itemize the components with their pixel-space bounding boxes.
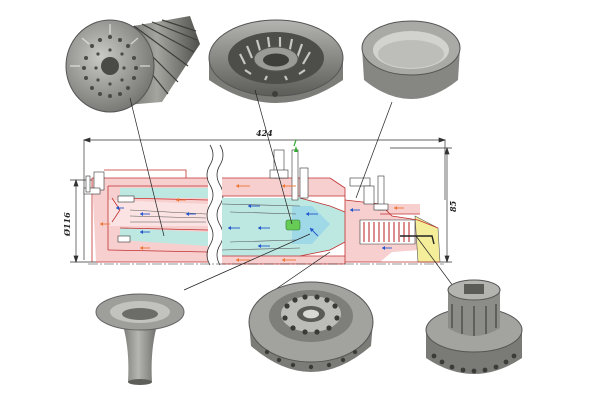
photo-funnel-nozzle	[92, 286, 188, 386]
photo-swirler-cone	[62, 6, 204, 116]
photo-liner-ring	[358, 14, 464, 114]
leader-lines	[129, 89, 457, 301]
photo-perforated-disk	[245, 268, 377, 388]
dimension-length-label: 424	[256, 128, 273, 138]
dimension-diameter	[70, 178, 98, 264]
dimension-height-label: 85	[448, 200, 458, 212]
dimension-diameter-label: Ø116	[62, 212, 72, 237]
photo-injector-hub	[418, 278, 530, 386]
break-symbol	[206, 144, 224, 266]
photo-vane-ring	[205, 8, 347, 116]
dimension-length	[82, 137, 447, 260]
section-right	[221, 139, 441, 265]
section-left	[83, 169, 209, 263]
